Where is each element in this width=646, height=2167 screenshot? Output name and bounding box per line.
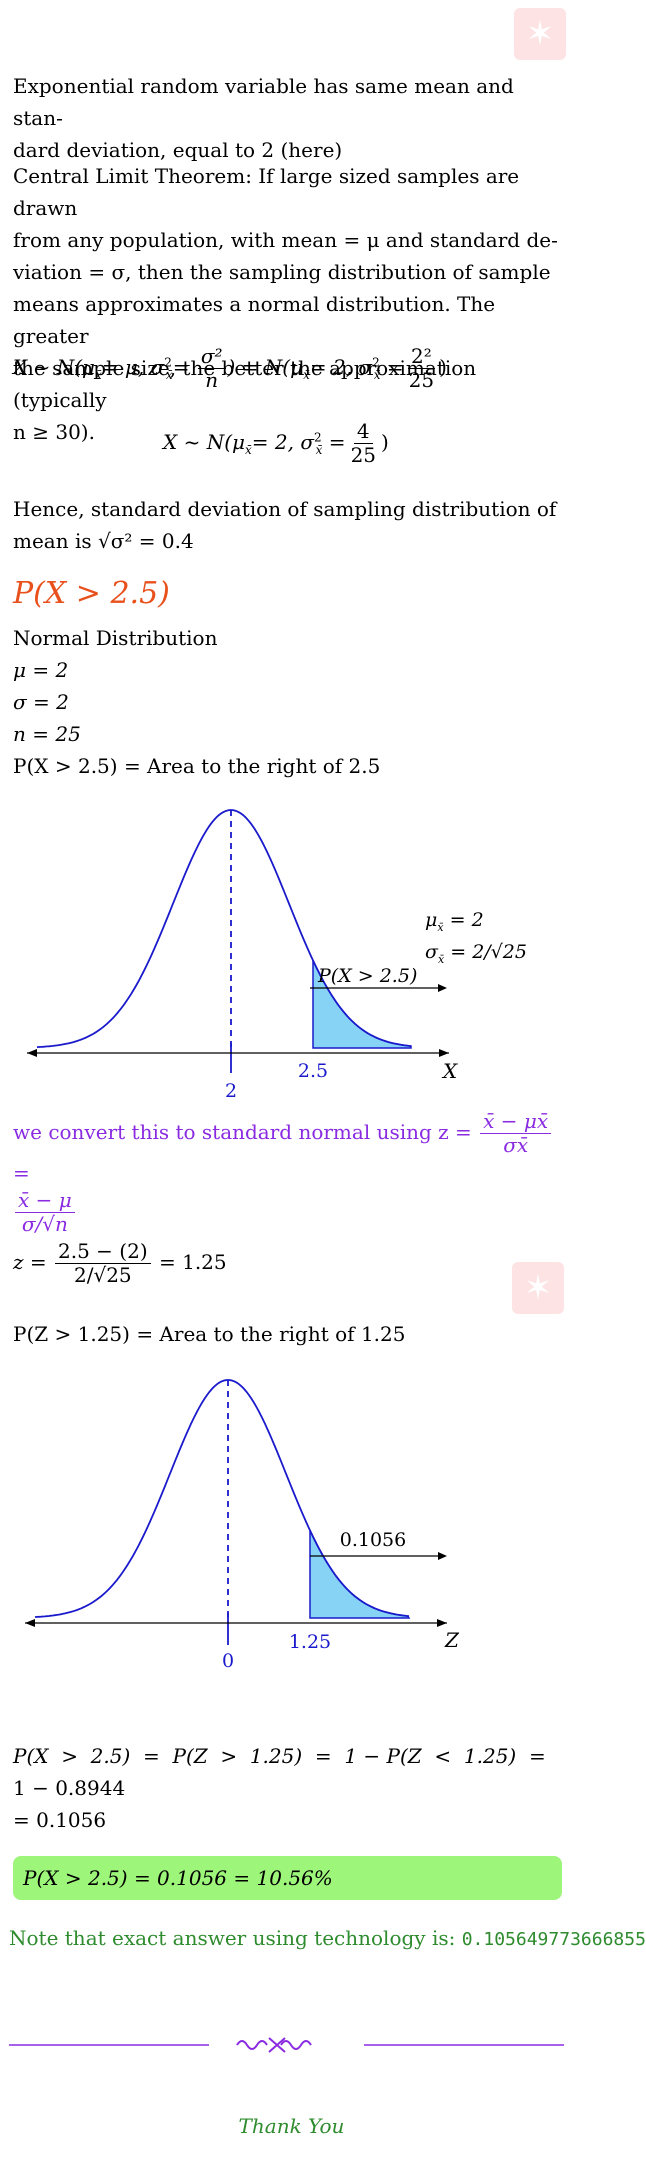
conversion-text: we convert this to standard normal using… — [13, 1120, 472, 1144]
eq2-sub: x̄ — [315, 443, 323, 457]
axis-label: X — [441, 1059, 458, 1083]
eq1-part: X ~ N(μ — [13, 355, 96, 379]
intro-line-1: Exponential random variable has same mea… — [13, 74, 514, 130]
clt-paragraph: Central Limit Theorem: If large sized sa… — [13, 160, 570, 448]
denominator: 25 — [350, 443, 377, 467]
numerator: x̄ − μx̄ — [480, 1110, 552, 1134]
note-text: Note that exact answer using technology … — [9, 1926, 456, 1950]
eq1-part: = — [172, 355, 196, 379]
note-value: 0.105649773666855 — [461, 1929, 646, 1950]
params-n: n = 25 — [13, 722, 81, 746]
axis-arrow-right — [439, 1049, 449, 1057]
numerator: 4 — [353, 420, 373, 444]
result-paragraph: P(X > 2.5) = P(Z > 1.25) = 1 − P(Z < 1.2… — [13, 1740, 570, 1836]
clt-line: the sample size, the better the approxim… — [13, 356, 477, 412]
eq1-part: = 2, σ — [309, 355, 373, 379]
numerator: x̄ − μ — [15, 1189, 75, 1213]
numerator: 2.5 − (2) — [55, 1240, 151, 1264]
eq1-sub: x̄ — [95, 368, 102, 382]
denominator: 2/√25 — [73, 1263, 132, 1287]
params-mu: μ = 2 — [13, 658, 69, 682]
axis-arrow-left — [25, 1619, 35, 1627]
mu-label: μx̄ = 2 — [425, 909, 484, 934]
z-formula-fraction-1: x̄ − μx̄σx̄ — [480, 1110, 552, 1157]
prob-arrowhead — [438, 984, 447, 992]
z-area-statement: P(Z > 1.25) = Area to the right of 1.25 — [13, 1322, 406, 1346]
parameters-list: Normal Distribution μ = 2 σ = 2 n = 25 P… — [13, 622, 380, 782]
z-equals: z = — [13, 1250, 47, 1274]
cutoff-label: 2.5 — [298, 1060, 328, 1082]
axis-label: Z — [444, 1628, 460, 1652]
clt-line: viation = σ, then the sampling distribut… — [13, 260, 551, 284]
clt-line: from any population, with mean = μ and s… — [13, 228, 558, 252]
eq2-sub: x̄ — [245, 443, 252, 457]
eq2-part: ) — [381, 430, 389, 454]
equals-sign: = — [13, 1161, 30, 1185]
sigma-label: σx̄ = 2/√25 — [425, 941, 527, 966]
result-line-1: P(X > 2.5) = P(Z > 1.25) = 1 − P(Z < 1.2… — [13, 1744, 546, 1768]
intro-paragraph: Exponential random variable has same mea… — [13, 70, 570, 166]
mean-label: 0 — [222, 1650, 234, 1672]
thank-you: Thank You — [238, 2114, 345, 2138]
prob-arrowhead — [438, 1552, 447, 1560]
normal-curve — [34, 1379, 410, 1618]
normal-curve — [36, 809, 412, 1048]
hence-line-1: Hence, standard deviation of sampling di… — [13, 497, 557, 521]
params-area: P(X > 2.5) = Area to the right of 2.5 — [13, 754, 381, 778]
ornament-divider — [9, 2037, 564, 2053]
conversion-paragraph: we convert this to standard normal using… — [13, 1110, 570, 1236]
denominator: 25 — [408, 368, 435, 392]
star-icon: ✶ — [523, 1268, 553, 1308]
mean-label: 2 — [225, 1080, 237, 1102]
denominator: σx̄ — [503, 1133, 529, 1157]
clt-line: means approximates a normal distribution… — [13, 292, 496, 348]
hence-paragraph: Hence, standard deviation of sampling di… — [13, 493, 556, 557]
section-heading: P(X > 2.5) — [13, 576, 170, 611]
star-icon: ✶ — [525, 14, 555, 54]
eq2-part: = 2, σ — [251, 430, 315, 454]
eq2-part: X ~ N(μ — [163, 430, 246, 454]
hence-line-2: mean is √σ² = 0.4 — [13, 529, 194, 553]
numerator: σ² — [197, 345, 226, 369]
eq1-sub: x̄ — [373, 368, 381, 382]
cutoff-label: 1.25 — [289, 1631, 331, 1653]
intro-line-2: dard deviation, equal to 2 (here) — [13, 138, 343, 162]
prob-label: 0.1056 — [340, 1529, 406, 1551]
watermark-logo-middle: ✶ — [512, 1262, 564, 1314]
clt-line: Central Limit Theorem: If large sized sa… — [13, 164, 520, 220]
eq1-part: = μ, σ — [101, 355, 165, 379]
prob-label: P(X > 2.5) — [317, 965, 417, 987]
watermark-logo-top: ✶ — [514, 8, 566, 60]
eq1-part: ) = N(μ — [227, 355, 304, 379]
technology-note: Note that exact answer using technology … — [9, 1922, 646, 1955]
flourish-icon — [236, 2037, 312, 2053]
clt-line: n ≥ 30). — [13, 420, 95, 444]
params-sigma: σ = 2 — [13, 690, 69, 714]
z-calculation: z = 2.5 − (2)2/√25 = 1.25 — [13, 1240, 227, 1287]
axis-arrow-left — [27, 1049, 37, 1057]
axis-arrow-right — [437, 1619, 447, 1627]
normal-curve-xbar: 2 2.5 X P(X > 2.5) μx̄ = 2 σx̄ = 2/√25 — [27, 809, 527, 1102]
denominator: n — [205, 368, 219, 392]
eq1-sub: x̄ — [165, 368, 173, 382]
params-title: Normal Distribution — [13, 626, 218, 650]
result-line-2: 1 − 0.8944 — [13, 1776, 126, 1800]
normal-curve-z: 0 1.25 Z 0.1056 — [25, 1379, 460, 1672]
eq1-part: ) — [439, 355, 447, 379]
z-fraction: 2.5 − (2)2/√25 — [55, 1240, 151, 1287]
numerator: 2² — [407, 345, 435, 369]
denominator: σ/√n — [21, 1212, 68, 1236]
final-answer-box: P(X > 2.5) = 0.1056 = 10.56% — [13, 1856, 562, 1900]
eq1-sub: x̄ — [303, 368, 310, 382]
z-result: = 1.25 — [158, 1250, 227, 1274]
result-line-3: = 0.1056 — [13, 1808, 107, 1832]
